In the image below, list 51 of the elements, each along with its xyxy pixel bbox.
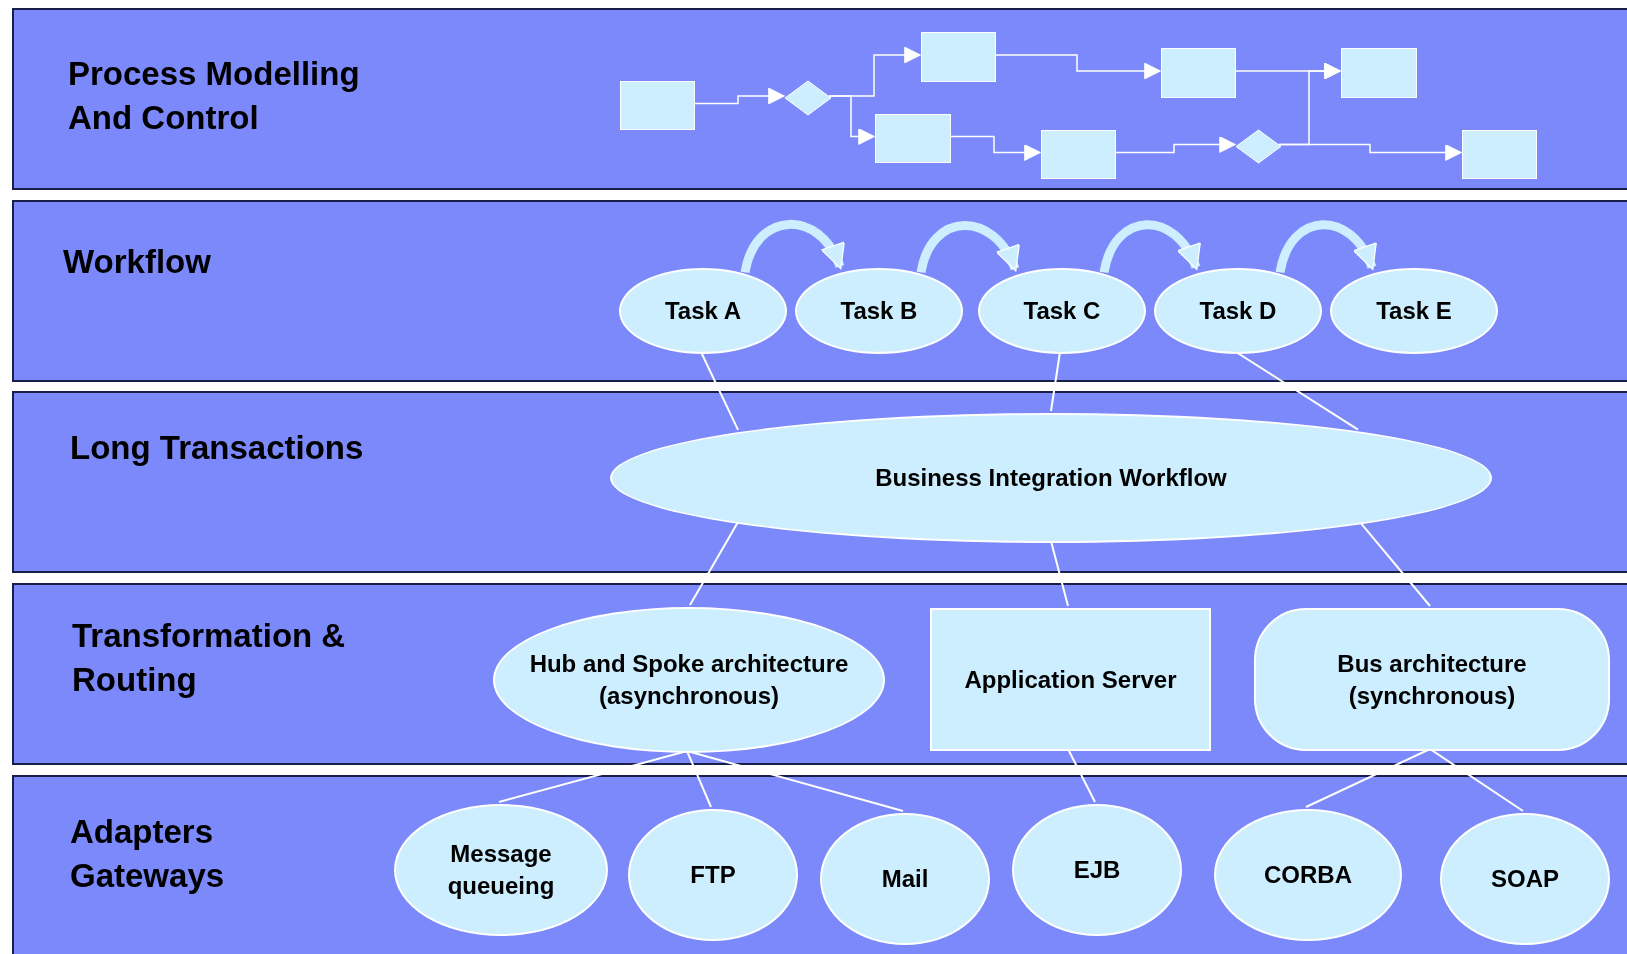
ellipse-node: Message queueing [394,804,608,936]
rounded-box: Bus architecture (synchronous) [1254,608,1610,751]
ellipse-node: Business Integration Workflow [610,413,1492,543]
ellipse-node: Task A [619,268,787,354]
ellipse-node: Mail [820,813,990,945]
connector-line [1429,748,1524,812]
arrow [948,135,1041,161]
connector-line [689,521,739,606]
process-box [620,81,695,130]
layer-band [12,200,1627,382]
process-box [921,32,996,82]
process-box [1161,48,1236,98]
arrow [1278,143,1462,161]
arrow [993,54,1161,80]
layer-band [12,391,1627,573]
curved-arrow [916,221,1020,274]
curved-arrow [740,219,845,274]
curved-arrow [1099,220,1201,274]
arrow [828,95,875,145]
curved-arrow [1275,220,1377,274]
ellipse-node: Task C [978,268,1146,354]
layer-heading: Process Modelling And Control [68,54,361,138]
ellipse-node: Task D [1154,268,1322,354]
ellipse-node: FTP [628,809,798,941]
connector-line [686,750,712,808]
decision-diamond [1236,130,1281,163]
process-box [1341,48,1417,98]
ellipse-node: Task E [1330,268,1498,354]
ellipse-node: Task B [795,268,963,354]
arrow [692,87,785,105]
process-box [1041,130,1116,179]
layer-band [12,775,1627,954]
ellipse-node: SOAP [1440,813,1610,945]
ellipse-node: CORBA [1214,809,1402,941]
decision-diamond [785,81,831,115]
connector-line [1235,351,1359,431]
process-box [875,114,951,163]
connector-line [1067,748,1096,803]
connector-line [700,351,739,431]
layer-heading: Transformation & Routing [72,616,347,700]
layer-band [12,583,1627,765]
layer-heading: Workflow [63,242,212,282]
layer-band [12,8,1627,190]
connector-line [1050,540,1069,607]
layer-heading: Long Transactions [70,428,365,468]
process-box [1462,130,1537,179]
ellipse-node: Hub and Spoke architecture (asynchronous) [493,607,885,753]
ellipse-node: EJB [1012,804,1182,936]
process-box: Application Server [930,608,1211,751]
layer-heading: Adapters Gateways [70,812,226,896]
arrow [1113,136,1236,154]
